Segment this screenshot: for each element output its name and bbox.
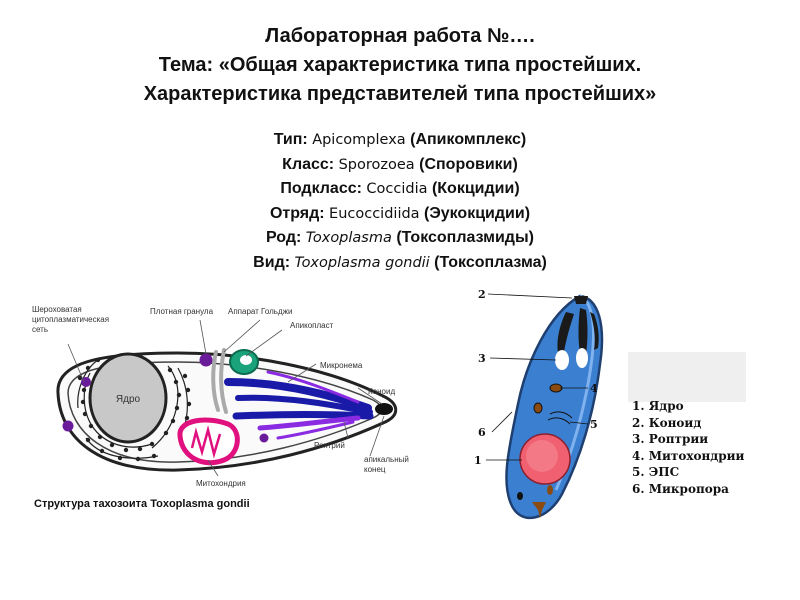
figure2-leader-lines — [486, 293, 589, 461]
er — [547, 411, 573, 425]
taxonomy-block: Тип: Apicomplexa (Апикомплекс) Класс: Sp… — [0, 128, 800, 275]
rhoptries — [557, 308, 599, 354]
dense-granule — [199, 353, 213, 367]
nucleus-label: Ядро — [116, 394, 141, 405]
cell-body — [505, 294, 604, 520]
label-er-line1: Шероховатая — [32, 305, 82, 314]
label-micronema: Микронема — [320, 361, 363, 370]
taxonomy-row-type: Тип: Apicomplexa (Апикомплекс) — [273, 131, 527, 148]
dense-granule — [81, 377, 91, 387]
figure2-number-3: 3 — [478, 352, 486, 365]
figure2-legend: 1. Ядро 2. Коноид 3. Роптрии 4. Митохонд… — [628, 352, 778, 512]
figure-caption: Структура тахозоита Toxoplasma gondii — [34, 498, 250, 510]
nucleus — [88, 352, 168, 444]
label-apical-line2: конец — [364, 465, 386, 474]
label-golgi: Аппарат Гольджи — [228, 307, 292, 316]
label-apicoplast: Апикопласт — [290, 321, 334, 330]
organelle — [547, 485, 553, 495]
legend-item: 2. Коноид — [632, 415, 702, 430]
legend-item: 1. Ядро — [632, 399, 684, 413]
micronemes — [224, 378, 374, 420]
label-apical-line1: апикальный — [364, 455, 409, 464]
figure2-number-2: 2 — [478, 288, 486, 301]
figure2-number-6: 6 — [478, 426, 486, 439]
organelle — [532, 502, 546, 518]
legend-item: 4. Митохондрии — [632, 448, 745, 463]
organelle — [517, 492, 523, 500]
rhoptries — [257, 370, 361, 440]
tachyzoite-diagram: Ядро — [28, 298, 420, 518]
label-er-line3: сеть — [32, 325, 48, 334]
taxonomy-row-species: Вид: Toxoplasma gondii (Токсоплазма) — [253, 253, 547, 271]
toxoplasma-illustration: 2 3 4 5 6 1 — [470, 284, 620, 534]
legend-background — [628, 352, 746, 402]
leader-lines — [67, 319, 385, 477]
title-line-2: Тема: «Общая характеристика типа простей… — [158, 54, 642, 76]
taxonomy-row-genus: Род: Toxoplasma (Токсоплазмиды) — [266, 229, 534, 246]
mitochondria — [177, 417, 240, 466]
taxonomy-row-subclass: Подкласс: Coccidia (Кокцидии) — [280, 180, 520, 197]
figure2-number-5: 5 — [590, 418, 598, 431]
figure2-number-4: 4 — [590, 382, 598, 395]
taxonomy-row-class: Класс: Sporozoea (Споровики) — [282, 155, 518, 173]
figure2-number-1: 1 — [474, 454, 482, 467]
conoid — [375, 403, 393, 415]
title-line-1: Лабораторная работа №…. — [265, 25, 535, 47]
tachyzoite-diagram-svg: Ядро — [32, 305, 409, 488]
dense-granule — [62, 420, 74, 432]
legend-item: 6. Микропора — [632, 481, 729, 496]
legend-item: 5. ЭПС — [632, 465, 680, 479]
label-rhoptry: Роптрий — [314, 441, 345, 450]
label-mitochondria: Митохондрия — [196, 479, 246, 488]
golgi-apparatus — [211, 348, 228, 414]
conoid — [574, 296, 588, 304]
label-er-line2: цитоплазматическая — [32, 315, 109, 324]
legend-item: 3. Роптрии — [632, 432, 709, 446]
label-dense-granule: Плотная гранула — [150, 307, 214, 316]
ribosome-dots — [77, 357, 192, 462]
label-conoid: Коноид — [368, 387, 395, 396]
title-line-3: Характеристика представителей типа прост… — [143, 83, 657, 105]
taxonomy-row-order: Отряд: Eucoccidiida (Эукокцидии) — [269, 204, 531, 222]
dense-granule — [259, 433, 269, 443]
mitochondrion — [533, 402, 543, 414]
legend-list: 1. Ядро 2. Коноид 3. Роптрии 4. Митохонд… — [632, 398, 744, 497]
slide-title: Лабораторная работа №…. Тема: «Общая хар… — [0, 22, 800, 109]
toxoplasma-illustration-svg: 2 3 4 5 6 1 — [474, 288, 604, 520]
